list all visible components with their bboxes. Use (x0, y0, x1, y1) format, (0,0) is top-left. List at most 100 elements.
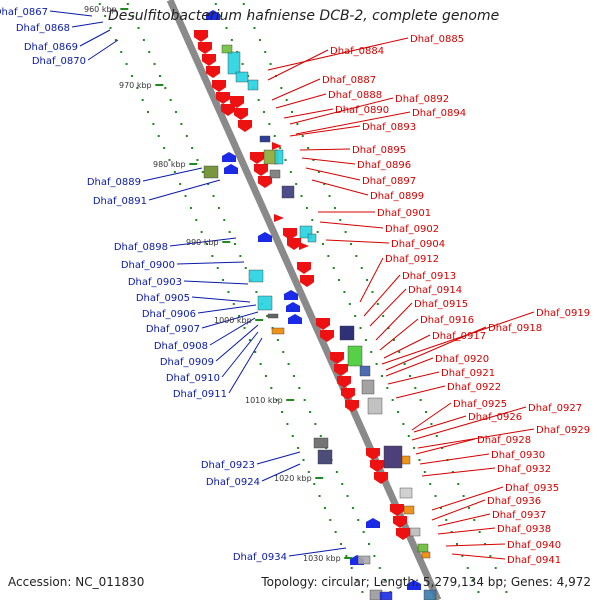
guide-dot (305, 207, 308, 209)
kbp-label: 970 kbp (119, 81, 152, 90)
guide-dot (258, 39, 261, 41)
leader-line (283, 108, 334, 119)
guide-dot (279, 147, 282, 149)
leader-line (387, 371, 440, 385)
leader-line (169, 237, 237, 247)
guide-dot (266, 315, 269, 317)
kbp-label: 1030 kbp (303, 554, 341, 563)
gene-label-reverse: Dhaf_0921 (441, 368, 495, 379)
guide-dot (292, 375, 295, 377)
guide-dot (338, 279, 341, 281)
gene-label-reverse: Dhaf_0925 (453, 399, 507, 410)
guide-dot (346, 495, 349, 497)
guide-dot (391, 399, 394, 401)
leader-line (417, 428, 535, 449)
guide-dot (164, 87, 167, 89)
gene-box (423, 589, 437, 601)
guide-dot (439, 507, 442, 509)
gene-label-reverse: Dhaf_0897 (362, 176, 416, 187)
leader-line (142, 167, 203, 182)
guide-dot (169, 99, 172, 101)
gene-label-forward: Dhaf_0906 (142, 309, 196, 320)
guide-dot (362, 531, 365, 533)
leader-line (148, 179, 221, 201)
guide-dot (333, 207, 336, 209)
guide-dot (196, 159, 199, 161)
guide-dot (309, 411, 312, 413)
guide-dot (339, 219, 342, 221)
leader-line (305, 167, 361, 181)
gene-box (247, 79, 259, 91)
guide-dot (413, 447, 416, 449)
leader-line (395, 385, 446, 399)
kbp-label: 1020 kbp (274, 474, 312, 483)
guide-dot (289, 171, 292, 173)
guide-dot (403, 363, 406, 365)
guide-dot (361, 591, 364, 593)
guide-dot (319, 435, 322, 437)
guide-dot (484, 543, 487, 545)
gene-label-forward: Dhaf_0903 (128, 277, 182, 288)
guide-dot (371, 291, 374, 293)
guide-dot (494, 567, 497, 569)
guide-dot (414, 387, 417, 389)
guide-dot (291, 435, 294, 437)
guide-dot (457, 483, 460, 485)
guide-dot (253, 27, 256, 29)
guide-dot (419, 399, 422, 401)
guide-dot (241, 63, 244, 65)
leader-line (299, 148, 351, 151)
gene-arrow (212, 80, 226, 92)
guide-dot (343, 291, 346, 293)
leader-line (209, 317, 256, 346)
leader-line (191, 296, 251, 303)
gene-label-forward: Dhaf_0924 (206, 477, 260, 488)
guide-dot (109, 27, 112, 29)
guide-dot (184, 195, 187, 197)
guide-dot (212, 195, 215, 197)
gene-label-reverse: Dhaf_0884 (330, 46, 384, 57)
gene-label-forward: Dhaf_0911 (173, 389, 227, 400)
gene-label-forward: Dhaf_0870 (32, 56, 86, 67)
guide-dot (255, 291, 258, 293)
guide-dot (323, 507, 326, 509)
guide-dot (318, 495, 321, 497)
gene-box (259, 135, 271, 143)
guide-dot (273, 135, 276, 137)
guide-dot (398, 351, 401, 353)
kbp-label: 1010 kbp (245, 396, 283, 405)
guide-dot (418, 459, 421, 461)
gene-label-reverse: Dhaf_0888 (328, 90, 382, 101)
guide-dot (287, 363, 290, 365)
guide-dot (248, 339, 251, 341)
gene-label-reverse: Dhaf_0899 (370, 191, 424, 202)
gene-arrow (206, 10, 220, 20)
guide-dot (477, 591, 480, 593)
leader-line (289, 97, 394, 125)
guide-dot (461, 555, 464, 557)
leader-line (197, 304, 257, 314)
leader-line (385, 357, 434, 377)
gene-label-reverse: Dhaf_0892 (395, 94, 449, 105)
guide-dot (397, 411, 400, 413)
gene-box (274, 149, 284, 165)
guide-dot (466, 567, 469, 569)
guide-dot (180, 123, 183, 125)
gene-arrow (202, 54, 216, 66)
gene-arrow (198, 42, 212, 54)
gene-box (307, 233, 317, 243)
guide-dot (214, 3, 217, 5)
gene-label-reverse: Dhaf_0913 (402, 271, 456, 282)
gene-box (409, 527, 421, 537)
gene-box (339, 325, 355, 341)
gene-arrow (272, 142, 282, 150)
guide-dot (327, 255, 330, 257)
leader-line (363, 274, 401, 317)
guide-dot (467, 507, 470, 509)
guide-dot (307, 471, 310, 473)
guide-dot (359, 327, 362, 329)
guide-dot (456, 543, 459, 545)
leader-line (228, 337, 263, 394)
guide-dot (478, 531, 481, 533)
leader-line (319, 221, 384, 229)
